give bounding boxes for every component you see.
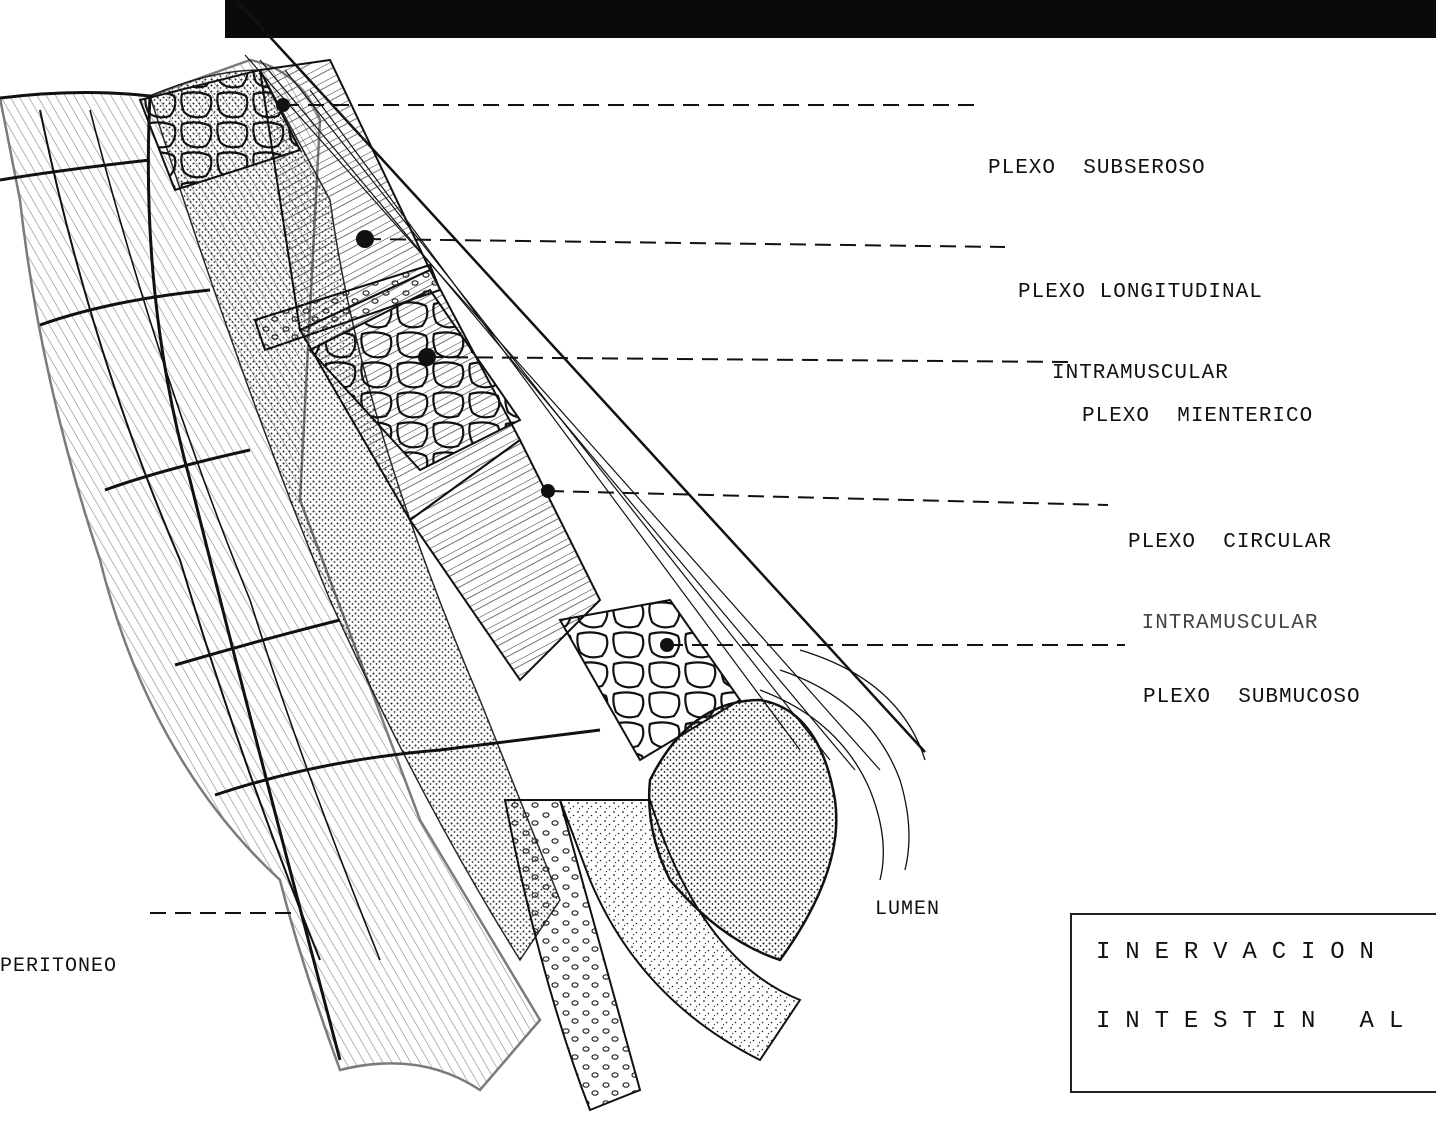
- label-plexo-submucoso: PLEXO SUBMUCOSO: [1143, 629, 1361, 738]
- title-line-1: INERVACION: [1096, 939, 1389, 966]
- label-plexo-subseroso: PLEXO SUBSEROSO: [988, 100, 1206, 209]
- label-plexo-mienterico: PLEXO MIENTERICO: [1082, 348, 1313, 457]
- label-lumen: LUMEN: [875, 845, 940, 949]
- label-peritoneo: PERITONEO: [0, 902, 117, 1006]
- title-line-2: INTESTIN AL: [1096, 1008, 1418, 1035]
- title-box: INERVACION INTESTIN AL: [1070, 913, 1436, 1093]
